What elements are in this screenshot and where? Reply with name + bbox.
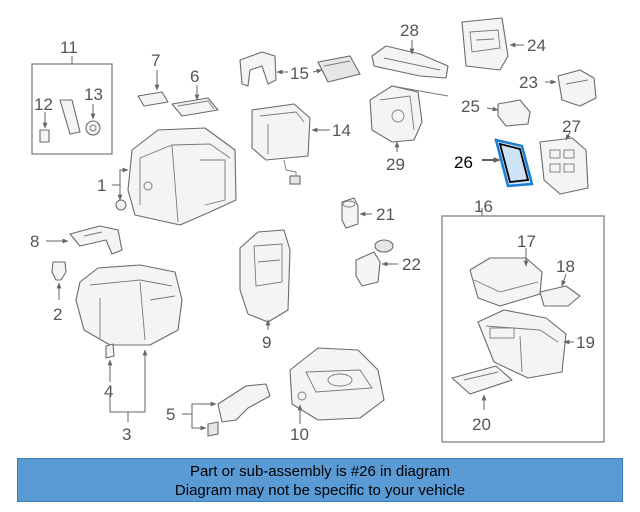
part-23-knob [545, 69, 597, 107]
callout-11: 11 [60, 38, 78, 57]
banner-line-1: Part or sub-assembly is #26 in diagram [189, 463, 451, 480]
banner-line-2: Diagram may not be specific to your vehi… [174, 482, 466, 499]
part-group-16 [441, 208, 605, 443]
callout-19: 19 [576, 333, 595, 352]
callout-29: 29 [386, 155, 405, 174]
part-14-module [251, 103, 330, 185]
callout-20: 20 [472, 415, 491, 434]
part-24-bracket [461, 17, 524, 71]
callout-9: 9 [262, 333, 271, 352]
part-7-pad [137, 70, 169, 107]
callout-12: 12 [34, 95, 53, 114]
part-2-clip [51, 261, 67, 300]
part-3-console-base [75, 264, 183, 422]
callout-26: 26 [454, 153, 473, 172]
parts-diagram: 11 12 13 7 6 1 8 2 [30, 17, 605, 444]
callout-18: 18 [556, 257, 575, 276]
part-1-console-housing [112, 127, 237, 226]
part-29-mechanism [369, 85, 449, 152]
callout-23: 23 [519, 73, 538, 92]
callout-5: 5 [166, 405, 175, 424]
callout-2: 2 [53, 305, 62, 324]
callout-16: 16 [474, 197, 493, 216]
callout-8: 8 [30, 232, 39, 251]
part-5-bracket [182, 383, 271, 437]
callout-7: 7 [151, 51, 160, 70]
part-9-panel [239, 229, 291, 330]
part-27-switch-panel [539, 131, 589, 195]
part-15-bracket [239, 51, 361, 87]
callout-1: 1 [97, 176, 106, 195]
info-banner: Part or sub-assembly is #26 in diagram D… [17, 458, 623, 502]
part-25-bracket [486, 99, 531, 127]
part-22-socket [355, 239, 398, 287]
callout-28: 28 [400, 21, 419, 40]
callout-25: 25 [461, 97, 480, 116]
part-21-socket [341, 197, 372, 229]
callout-4: 4 [104, 382, 113, 401]
part-8-bracket [46, 225, 123, 255]
part-group-11 [31, 56, 113, 155]
part-10-tray [289, 347, 385, 424]
part-26-highlighted [482, 138, 534, 188]
callout-15: 15 [290, 64, 309, 83]
callout-17: 17 [517, 232, 536, 251]
callout-13: 13 [84, 85, 103, 104]
part-28-handle [371, 40, 449, 79]
callout-24: 24 [527, 36, 546, 55]
callout-27: 27 [562, 117, 581, 136]
callout-14: 14 [332, 121, 351, 140]
callout-10: 10 [290, 425, 309, 444]
callout-6: 6 [190, 67, 199, 86]
part-6-pad [171, 85, 219, 117]
callout-3: 3 [122, 425, 131, 444]
callout-22: 22 [402, 255, 421, 274]
callout-21: 21 [376, 205, 395, 224]
